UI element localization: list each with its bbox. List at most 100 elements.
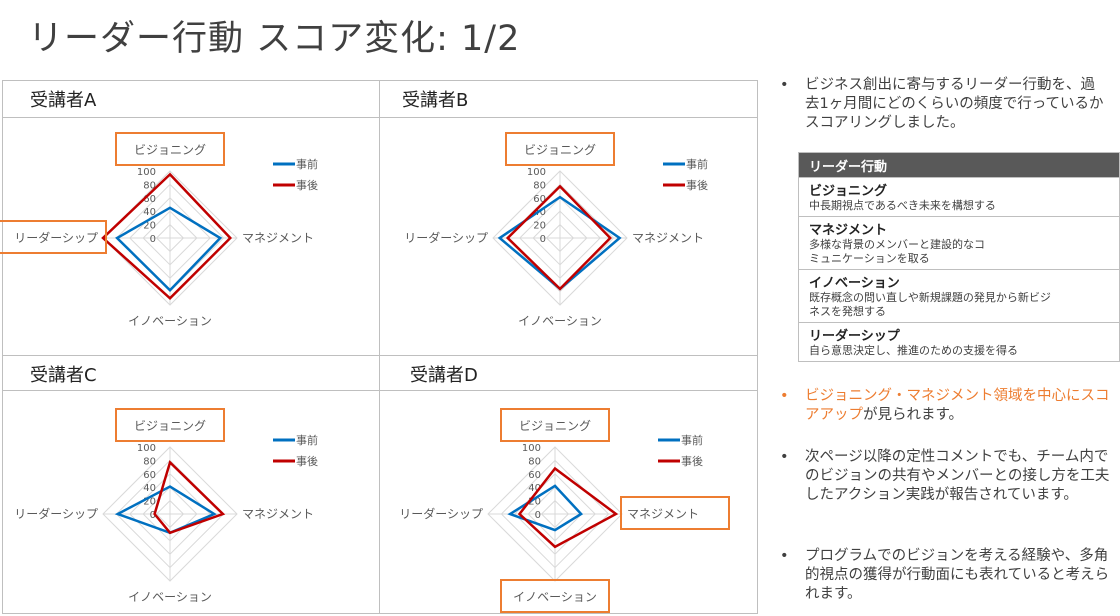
axis-label-management: マネジメント — [242, 507, 314, 521]
table-row: リーダーシップ自ら意思決定し、推進のための支援を得る — [799, 322, 1119, 361]
highlight-box — [620, 496, 730, 530]
bullet-dot: • — [780, 548, 789, 564]
axis-label-leadership: リーダーシップ — [399, 506, 483, 521]
tick-label: 20 — [143, 221, 156, 232]
bullet-dot: • — [780, 449, 789, 465]
chart-grid — [2, 80, 758, 614]
legend-label-after: 事後 — [686, 178, 708, 192]
series-after — [505, 184, 613, 291]
series-before — [115, 206, 223, 293]
axis-label-leadership: リーダーシップ — [14, 506, 98, 521]
tick-label: 0 — [540, 234, 546, 245]
axis-label-innovation: イノベーション — [128, 590, 212, 604]
row-desc: 既存概念の問い直しや新規課題の発見から新ビジネスを発想する — [809, 291, 1051, 318]
highlight-box — [0, 220, 107, 254]
legend-label-after: 事後 — [296, 454, 318, 468]
table-header: リーダー行動 — [799, 153, 1119, 177]
tick-label: 40 — [143, 207, 156, 218]
tick-label: 60 — [533, 194, 546, 205]
bullet-dot: • — [780, 77, 789, 93]
axis-label-innovation: イノベーション — [518, 314, 602, 328]
series-after — [153, 460, 226, 535]
tick-label: 20 — [528, 497, 541, 508]
bullet-dot: • — [780, 388, 789, 404]
axis-label-management: マネジメント — [242, 231, 314, 245]
axis-label-vision: ビジョニング — [524, 143, 596, 157]
bullet-point-1: • ビジョニング・マネジメント領域を中心にスコアアップが見られます。 — [780, 387, 1120, 425]
legend-label-before: 事前 — [296, 157, 318, 171]
highlight-text: ビジョニング・マネジメント領域を中心にスコアアップ — [805, 388, 1110, 423]
bullet-intro: • ビジネス創出に寄与するリーダー行動を、過去1ヶ月間にどのくらいの頻度で行って… — [780, 76, 1120, 133]
tick-label: 80 — [143, 456, 156, 467]
tick-label: 20 — [143, 497, 156, 508]
divider — [379, 80, 380, 614]
axis-label-innovation: イノベーション — [128, 314, 212, 328]
tick-label: 40 — [533, 207, 546, 218]
intro-text: ビジネス創出に寄与するリーダー行動を、過去1ヶ月間にどのくらいの頻度で行っている… — [805, 77, 1104, 131]
tick-label: 0 — [535, 510, 541, 521]
axis-label-management: マネジメント — [632, 231, 704, 245]
tick-label: 40 — [143, 483, 156, 494]
highlight-box — [505, 132, 615, 166]
tick-label: 100 — [522, 443, 541, 454]
legend-label-before: 事前 — [296, 433, 318, 447]
table-row: ビジョニング中長期視点であるべき未来を構想する — [799, 177, 1119, 216]
point3-text: プログラムでのビジョンを考える経験や、多角的視点の獲得が行動面にも表れていると考… — [805, 548, 1110, 602]
series-before — [507, 484, 584, 532]
chart-title-d: 受講者D — [410, 365, 478, 386]
axis-label-vision: ビジョニング — [134, 143, 206, 157]
table-row: イノベーション既存概念の問い直しや新規課題の発見から新ビジネスを発想する — [799, 269, 1119, 322]
tick-label: 80 — [533, 180, 546, 191]
highlight-box — [115, 132, 225, 166]
axis-label-vision: ビジョニング — [134, 419, 206, 433]
radar-chart-a: 020406080100ビジョニングマネジメントイノベーションリーダーシップ事前… — [0, 132, 318, 328]
legend-label-before: 事前 — [686, 157, 708, 171]
axis-label-vision: ビジョニング — [519, 419, 591, 433]
point1-rest: が見られます。 — [863, 407, 964, 423]
table-row: マネジメント多様な背景のメンバーと建設的なコミュニケーションを取る — [799, 216, 1119, 269]
row-title: ビジョニング — [809, 184, 888, 199]
highlight-box — [500, 579, 610, 613]
tick-label: 80 — [528, 456, 541, 467]
legend-label-before: 事前 — [681, 433, 703, 447]
point2-text: 次ページ以降の定性コメントでも、チーム内でのビジョンの共有やメンバーとの接し方を… — [805, 449, 1110, 503]
divider — [2, 355, 758, 356]
highlight-box — [500, 408, 610, 442]
series-after — [101, 172, 233, 301]
tick-label: 60 — [528, 470, 541, 481]
tick-label: 80 — [143, 180, 156, 191]
row-desc: 多様な背景のメンバーと建設的なコミュニケーションを取る — [809, 238, 985, 265]
bullet-point-2: • 次ページ以降の定性コメントでも、チーム内でのビジョンの共有やメンバーとの接し… — [780, 448, 1120, 505]
bullet-point-3: • プログラムでのビジョンを考える経験や、多角的視点の獲得が行動面にも表れている… — [780, 547, 1120, 604]
tick-label: 40 — [528, 483, 541, 494]
series-after — [517, 466, 619, 549]
tick-label: 100 — [137, 167, 156, 178]
row-title: イノベーション — [809, 276, 900, 291]
row-desc: 自ら意思決定し、推進のための支援を得る — [809, 344, 1018, 357]
row-title: マネジメント — [809, 223, 888, 238]
leader-behavior-table: リーダー行動 ビジョニング中長期視点であるべき未来を構想する マネジメント多様な… — [798, 152, 1120, 362]
chart-title-c: 受講者C — [30, 365, 97, 386]
legend-label-after: 事後 — [296, 178, 318, 192]
tick-label: 100 — [527, 167, 546, 178]
axis-label-leadership: リーダーシップ — [404, 230, 488, 245]
highlight-box — [115, 408, 225, 442]
page-title: リーダー行動 スコア変化: 1/2 — [28, 19, 521, 59]
divider — [2, 117, 758, 118]
tick-label: 60 — [143, 194, 156, 205]
axis-label-leadership: リーダーシップ — [14, 230, 98, 245]
divider — [2, 390, 758, 391]
chart-title-b: 受講者B — [402, 90, 469, 111]
row-desc: 中長期視点であるべき未来を構想する — [809, 199, 996, 212]
tick-label: 0 — [150, 510, 156, 521]
axis-label-management: マネジメント — [627, 507, 699, 521]
row-title: リーダーシップ — [809, 329, 900, 344]
tick-label: 60 — [143, 470, 156, 481]
legend-label-after: 事後 — [681, 454, 703, 468]
tick-label: 20 — [533, 221, 546, 232]
axis-label-innovation: イノベーション — [513, 590, 597, 604]
tick-label: 100 — [137, 443, 156, 454]
